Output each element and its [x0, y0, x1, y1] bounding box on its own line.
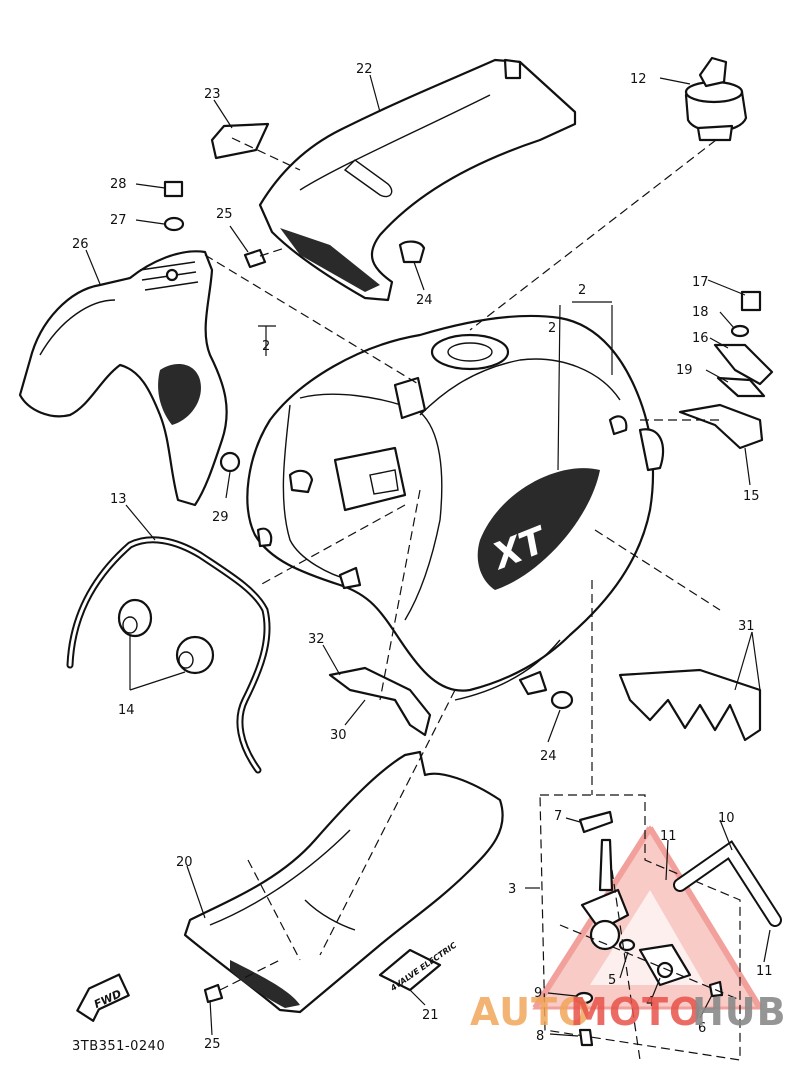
leader-lines: [85, 74, 771, 1037]
fuel-tank: XT: [246, 314, 665, 701]
part-label-2-left: 2: [262, 339, 270, 354]
grab-bar: [66, 536, 271, 774]
part-label-8: 8: [536, 1029, 544, 1044]
part-label-9: 9: [534, 986, 542, 1001]
part-label-23: 23: [204, 87, 221, 102]
part-label-29: 29: [212, 510, 229, 525]
bolts: [163, 180, 574, 1004]
heat-guard: [618, 668, 762, 742]
part-label-19: 19: [676, 363, 693, 378]
part-label-24-bottom: 24: [540, 749, 557, 764]
part-label-32: 32: [308, 632, 325, 647]
part-label-4: 4: [646, 995, 654, 1010]
part-label-2-mid: 2: [548, 321, 556, 336]
part-label-31: 31: [738, 619, 755, 634]
part-label-5: 5: [608, 973, 616, 988]
part-label-25-bottom: 25: [204, 1037, 221, 1052]
watermark-text: AUTO MOTO HUB: [470, 990, 787, 1034]
part-label-13: 13: [110, 492, 127, 507]
drawing-code: 3TB351-0240: [72, 1039, 165, 1054]
top-cover: [258, 58, 577, 302]
part-label-24-top: 24: [416, 293, 433, 308]
part-label-6: 6: [698, 1021, 706, 1036]
part-label-14: 14: [118, 703, 135, 718]
part-label-12: 12: [630, 72, 647, 87]
part-label-28: 28: [110, 177, 127, 192]
fuel-hose: [673, 840, 782, 927]
part-label-27: 27: [110, 213, 127, 228]
part-label-21: 21: [422, 1008, 439, 1023]
rubber-damper: [117, 598, 215, 675]
part-label-20: 20: [176, 855, 193, 870]
part-label-11-bottom: 11: [756, 964, 773, 979]
fuel-cock: [539, 794, 741, 1061]
part-labels: 22 23 12 28 27 25 26 24 17 18 16 19 15 2…: [72, 62, 773, 1054]
alignment-lines: [204, 137, 741, 1061]
part-label-15: 15: [743, 489, 760, 504]
fuel-cap: [684, 56, 748, 142]
side-panel: [18, 250, 228, 507]
part-label-30: 30: [330, 728, 347, 743]
part-label-16: 16: [692, 331, 709, 346]
watermark-auto: AUTO: [470, 990, 591, 1034]
part-label-17: 17: [692, 275, 709, 290]
part-label-26: 26: [72, 237, 89, 252]
part-label-2-top: 2: [578, 283, 586, 298]
part-label-22: 22: [356, 62, 373, 77]
part-label-10: 10: [718, 811, 735, 826]
cover-plate: [210, 122, 270, 160]
lower-cover: [183, 750, 504, 1014]
brackets: [678, 290, 774, 450]
part-label-25-top: 25: [216, 207, 233, 222]
fwd-arrow-icon: FWD: [76, 973, 130, 1022]
watermark-hub: HUB: [692, 990, 787, 1034]
part-label-18: 18: [692, 305, 709, 320]
part-label-11-top: 11: [660, 829, 677, 844]
part-label-7: 7: [554, 809, 562, 824]
part-label-3: 3: [508, 882, 516, 897]
emblem-decal: 4VALVE ELECTRIC: [378, 941, 458, 993]
bracket-30: [328, 666, 432, 737]
watermark-moto: MOTO: [570, 990, 702, 1034]
